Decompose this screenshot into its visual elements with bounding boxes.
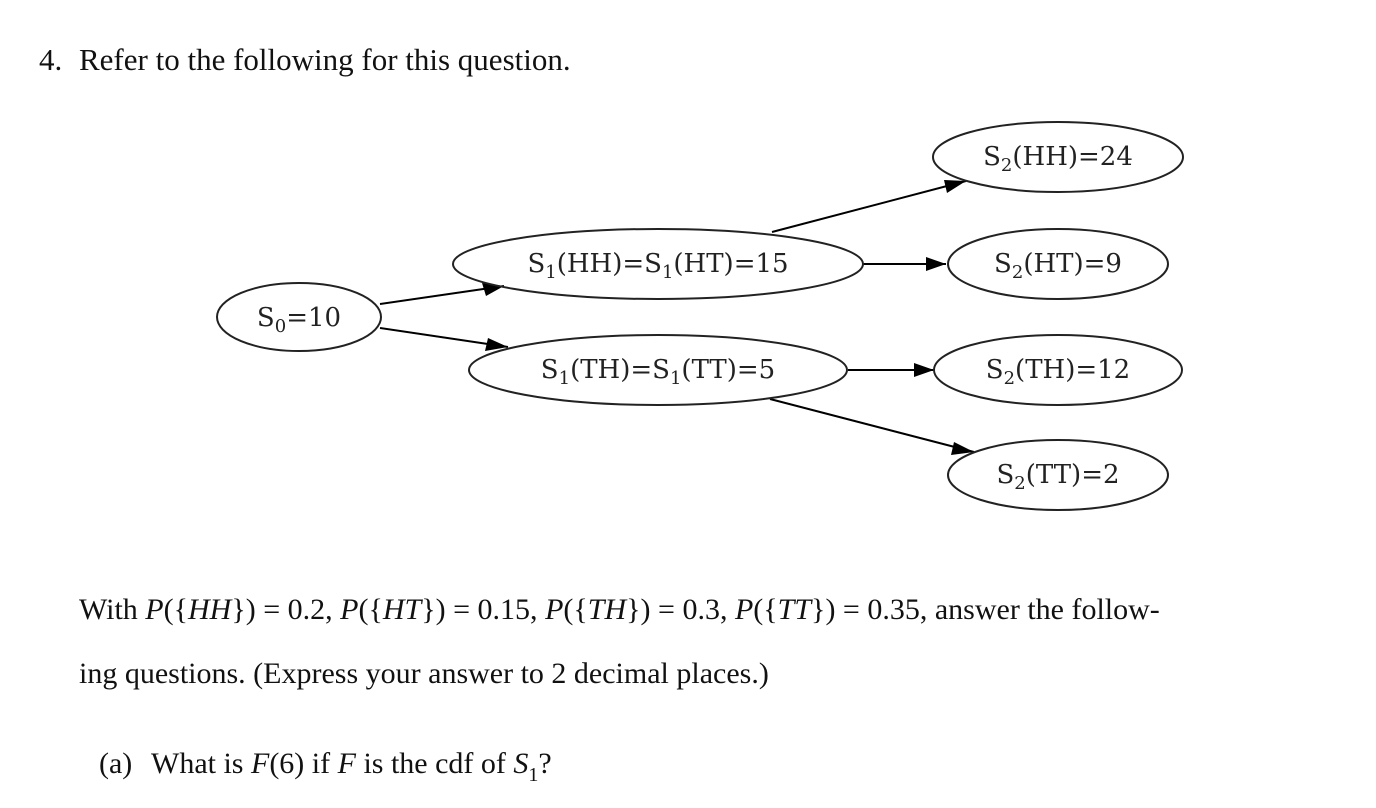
node-s2-hh-label: S2(HH)=24 [983,142,1133,176]
edge-s1-tt [769,398,975,453]
prob-hh: P({HH}) = 0.2, [145,593,333,626]
node-s1-up-ellipse [452,228,864,300]
node-s2-ht-label: S2(HT)=9 [994,249,1122,283]
probabilities-line: With P({HH}) = 0.2, P({HT}) = 0.15, P({T… [79,590,1160,630]
node-s0-ellipse [216,282,382,352]
node-s1-down-ellipse [468,334,848,406]
price-tree-diagram: S0=10 S1(HH)=S1(HT)=15 S1(TH)=S1(TT)=5 S… [216,121,1184,511]
node-s1-down-label: S1(TH)=S1(TT)=5 [541,355,775,389]
edge-s1-hh [771,180,967,233]
with-word: With [79,593,138,626]
prob-th: P({TH}) = 0.3, [545,593,728,626]
node-s2-tt-label: S2(TT)=2 [996,460,1119,494]
prob-ht: P({HT}) = 0.15, [340,593,538,626]
node-s2-tt-ellipse [947,439,1169,511]
prob-tt: P({TT}) = 0.35, [734,593,928,626]
arrowhead [944,180,966,193]
node-s2-ht-ellipse [947,228,1169,300]
arrowhead [926,257,946,271]
arrowhead [485,338,508,351]
question-number: 4. [39,42,63,77]
node-s2-th-label: S2(TH)=12 [986,355,1130,389]
line1-end: answer the follow- [934,593,1160,626]
node-s0-label: S0=10 [257,303,341,337]
part-a-label: (a) [99,747,133,780]
arrowhead [914,363,934,377]
node-s1-up-label: S1(HH)=S1(HT)=15 [527,249,788,283]
arrowhead [951,442,974,455]
node-s2-th-ellipse [933,334,1183,406]
edge-s0-s1-up [379,285,505,305]
part-a-question: (a)What is F(6) if F is the cdf of S1? [99,744,552,787]
question-intro: Refer to the following for this question… [79,42,571,77]
question-header: 4. Refer to the following for this questi… [39,40,571,80]
node-s2-hh-ellipse [932,121,1184,193]
instructions-line: ing questions. (Express your answer to 2… [79,657,769,690]
